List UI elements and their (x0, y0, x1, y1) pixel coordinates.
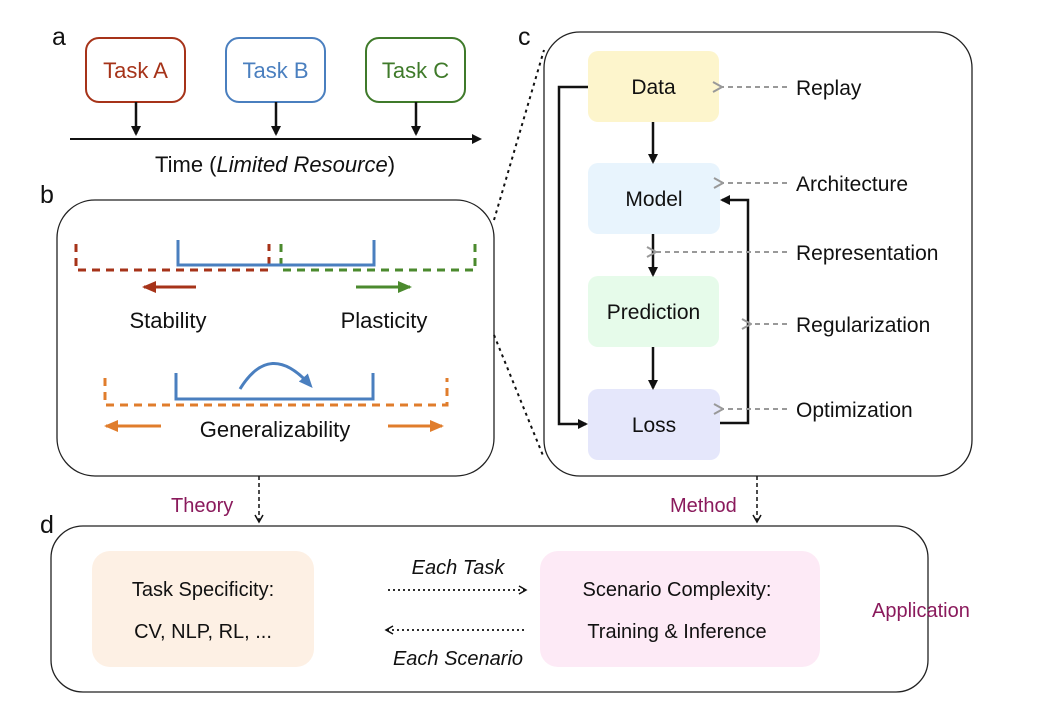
task-c-label: Task C (382, 58, 449, 83)
method-representation: Representation (796, 242, 938, 265)
model-bracket-bottom (174, 373, 375, 401)
panel-b: b Stability Plasticity Generalizability (40, 181, 495, 477)
node-data-label: Data (631, 76, 676, 99)
task-specificity-box: Task Specificity: CV, NLP, RL, ... (92, 551, 314, 667)
panel-d: d Task Specificity: CV, NLP, RL, ... Sce… (40, 511, 929, 693)
task-a-label: Task A (103, 58, 168, 83)
task-b-box: Task B (225, 37, 326, 103)
panel-letter-b: b (40, 181, 54, 209)
method-label: Method (670, 495, 737, 517)
theory-label: Theory (171, 495, 233, 517)
stability-bracket (74, 244, 271, 272)
each-scenario-label: Each Scenario (393, 648, 523, 670)
task-b-label: Task B (242, 58, 308, 83)
task-specificity-title: Task Specificity: (132, 579, 274, 601)
node-prediction-label: Prediction (607, 301, 700, 324)
method-replay: Replay (796, 77, 862, 100)
transfer-curve-arrow (238, 362, 313, 390)
task-specificity-examples: CV, NLP, RL, ... (134, 621, 272, 643)
scenario-complexity-title: Scenario Complexity: (583, 579, 772, 601)
node-model: Model (588, 163, 720, 234)
scenario-complexity-examples: Training & Inference (587, 621, 766, 643)
panel-a: a Task A Task B Task C Time (Limited Res… (52, 23, 482, 177)
task-a-box: Task A (85, 37, 186, 103)
each-task-label: Each Task (412, 557, 506, 579)
model-bracket-top (176, 240, 376, 267)
stability-label: Stability (129, 308, 206, 333)
task-c-box: Task C (365, 37, 466, 103)
zoom-connector-bottom (493, 334, 545, 459)
application-label: Application (872, 600, 970, 622)
panel-letter-c: c (518, 23, 531, 51)
plasticity-label: Plasticity (341, 308, 428, 333)
panel-c: c Data Model Prediction Loss Replay (518, 23, 973, 477)
panel-c-frame (543, 31, 973, 477)
node-loss: Loss (588, 389, 720, 460)
panel-letter-d: d (40, 511, 54, 539)
data-to-loss-arrow (557, 85, 588, 429)
generalizability-bracket (103, 378, 449, 407)
timeline-label: Time (Limited Resource) (155, 152, 395, 177)
loss-to-model-feedback-arrow (720, 195, 750, 425)
panel-letter-a: a (52, 23, 66, 51)
node-model-label: Model (625, 188, 682, 211)
zoom-connector-top (493, 49, 545, 221)
generalizability-label: Generalizability (200, 417, 350, 442)
method-optimization: Optimization (796, 399, 913, 422)
method-regularization: Regularization (796, 314, 930, 337)
scenario-complexity-box: Scenario Complexity: Training & Inferenc… (540, 551, 820, 667)
node-loss-label: Loss (632, 414, 676, 437)
node-prediction: Prediction (588, 276, 719, 347)
node-data: Data (588, 51, 719, 122)
method-architecture: Architecture (796, 173, 908, 196)
